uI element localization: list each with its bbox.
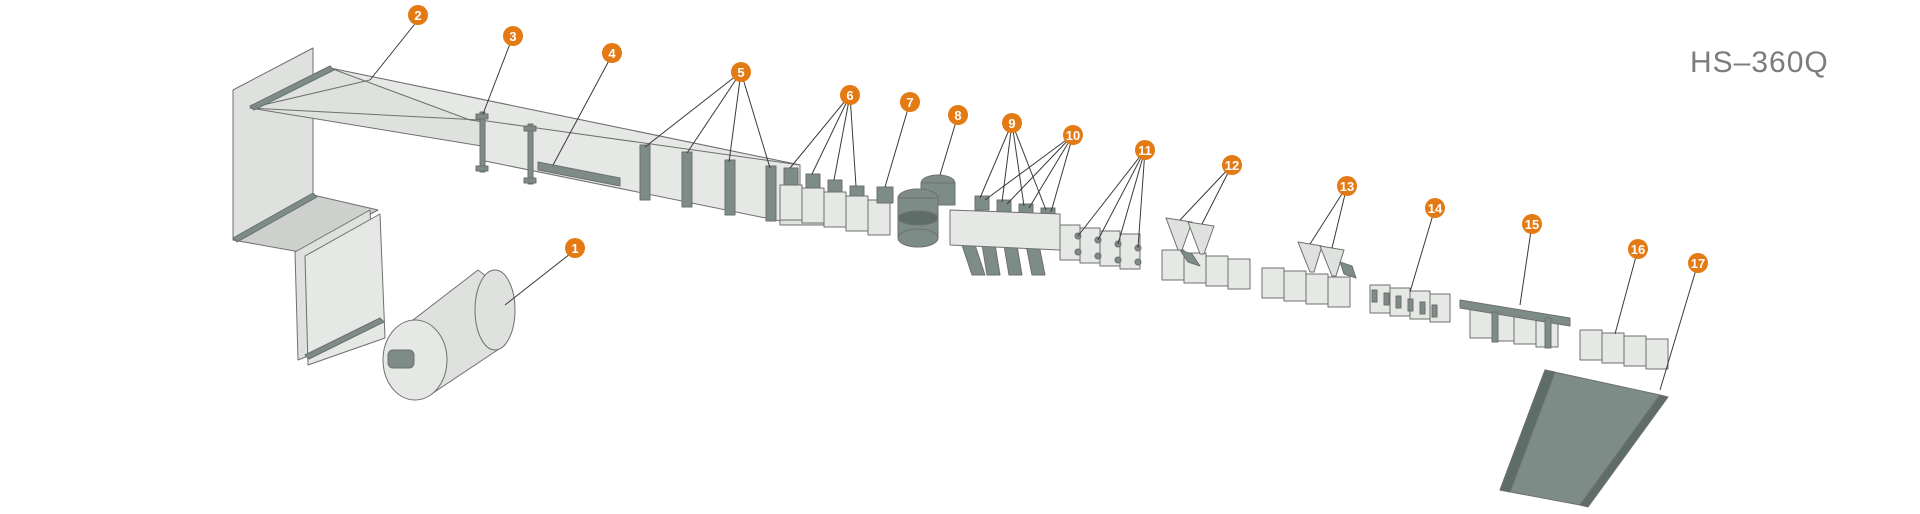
svg-text:4: 4 [608, 46, 616, 61]
callout-badges: 1 2 3 4 5 6 7 8 9 10 11 12 13 14 15 16 1… [408, 5, 1708, 273]
svg-text:6: 6 [846, 88, 853, 103]
model-title: HS–360Q [1690, 46, 1829, 79]
sealing-band-segments [779, 184, 891, 236]
svg-text:15: 15 [1525, 217, 1539, 232]
output-pack [1579, 329, 1669, 370]
callout-5: 5 [731, 62, 751, 82]
svg-text:7: 7 [906, 95, 913, 110]
svg-text:3: 3 [509, 29, 516, 44]
slit-bar [537, 161, 621, 187]
cutter-block [876, 186, 894, 204]
svg-text:13: 13 [1340, 179, 1354, 194]
guide-bar [475, 111, 537, 185]
svg-text:12: 12 [1225, 158, 1239, 173]
svg-text:2: 2 [414, 8, 421, 23]
funnels-b [1261, 241, 1357, 308]
leader-lines [369, 19, 1699, 391]
svg-text:1: 1 [571, 241, 578, 256]
callout-13: 13 [1337, 176, 1357, 196]
svg-text:11: 11 [1138, 143, 1152, 158]
callout-9: 9 [1002, 113, 1022, 133]
output-tray [1499, 369, 1669, 508]
callout-10: 10 [1063, 125, 1083, 145]
callout-1: 1 [565, 238, 585, 258]
callout-16: 16 [1628, 239, 1648, 259]
callout-2: 2 [408, 5, 428, 25]
svg-text:14: 14 [1428, 201, 1443, 216]
svg-text:10: 10 [1066, 128, 1080, 143]
callout-7: 7 [900, 92, 920, 112]
svg-text:5: 5 [737, 65, 744, 80]
svg-text:8: 8 [954, 108, 961, 123]
callout-11: 11 [1135, 140, 1155, 160]
callout-12: 12 [1222, 155, 1242, 175]
callout-8: 8 [948, 105, 968, 125]
callout-6: 6 [840, 85, 860, 105]
drum-stack [897, 174, 956, 248]
pin-plates [1059, 224, 1142, 270]
callout-4: 4 [602, 43, 622, 63]
press-bar [1459, 299, 1571, 349]
callout-14: 14 [1425, 198, 1445, 218]
callout-15: 15 [1522, 214, 1542, 234]
svg-text:9: 9 [1008, 116, 1015, 131]
svg-text:17: 17 [1691, 256, 1705, 271]
fold-band [949, 209, 1061, 251]
callout-3: 3 [503, 26, 523, 46]
funnels-a [1161, 217, 1251, 290]
web-rollers [639, 144, 777, 222]
svg-text:16: 16 [1631, 242, 1645, 257]
callout-17: 17 [1688, 253, 1708, 273]
unwind-roller-bars [232, 65, 385, 360]
material-roll [382, 269, 516, 401]
pin-strip [1369, 284, 1451, 323]
